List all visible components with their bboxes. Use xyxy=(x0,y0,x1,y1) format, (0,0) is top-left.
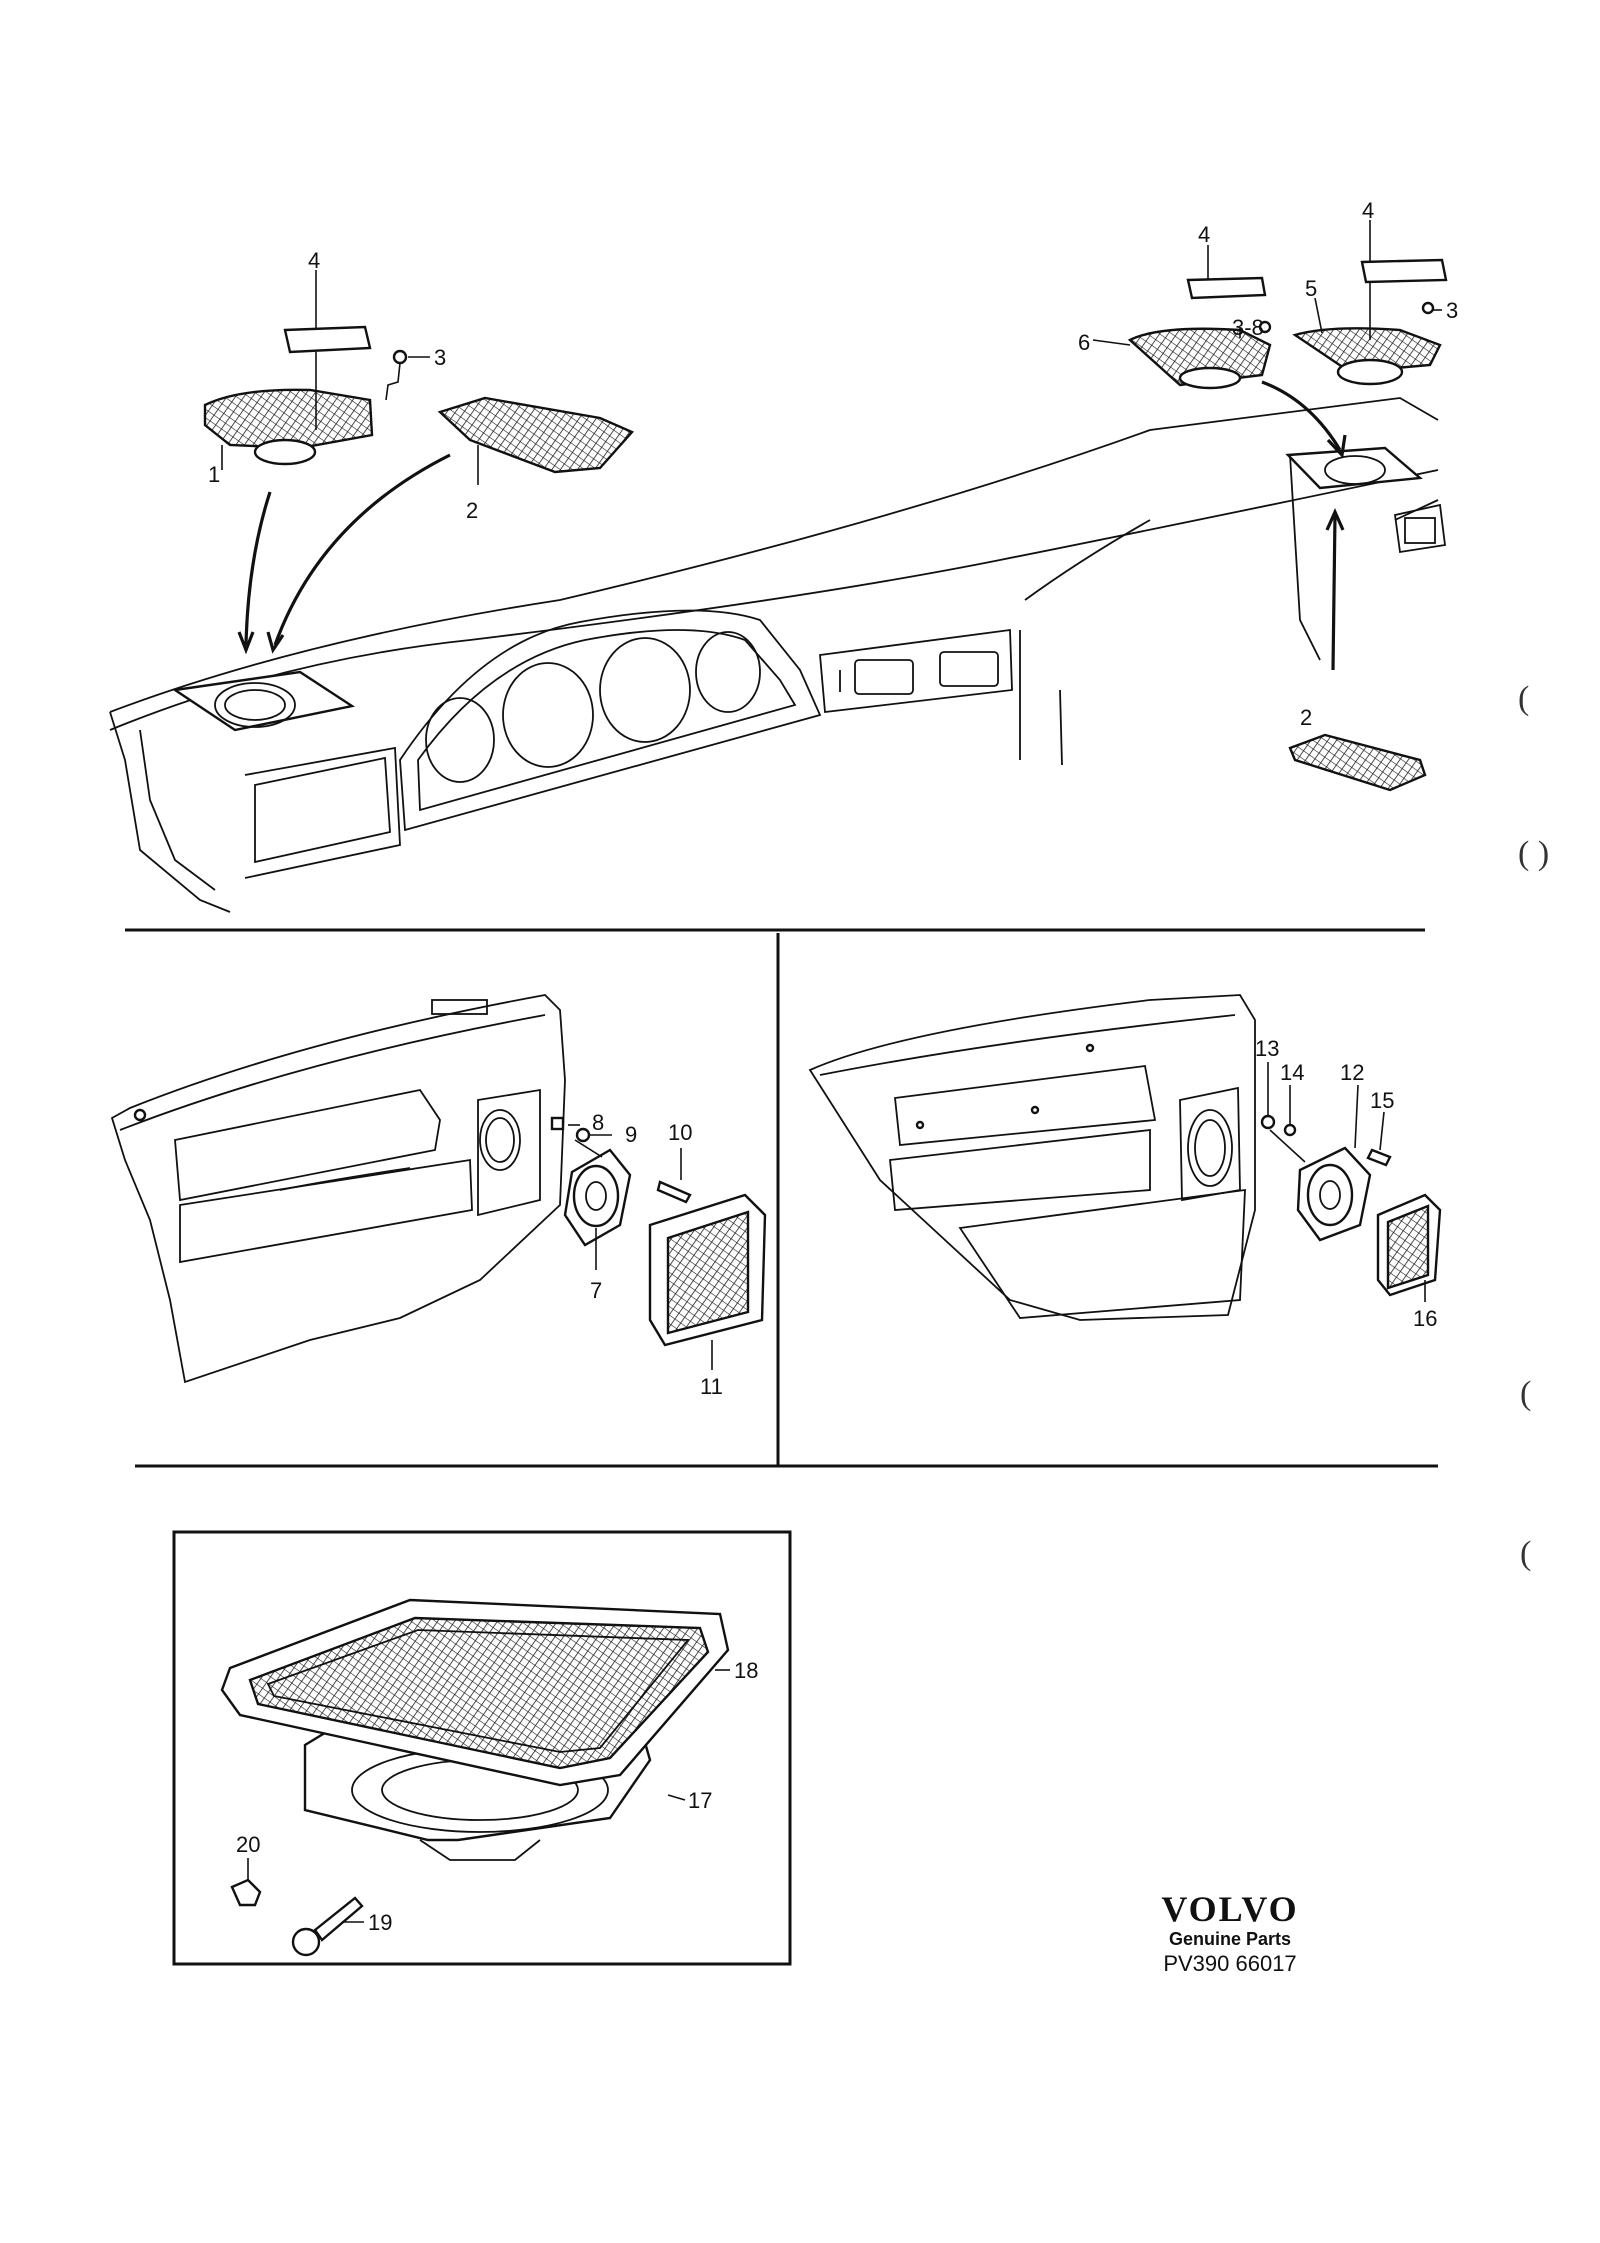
callout-9: 9 xyxy=(625,1122,637,1147)
dashboard-drawing xyxy=(109,397,1447,913)
part-19-screw xyxy=(291,1896,364,1957)
callout-5: 5 xyxy=(1305,276,1317,301)
callout-13: 13 xyxy=(1255,1036,1279,1061)
brand-block: VOLVO Genuine Parts PV390 66017 xyxy=(1110,1890,1350,1978)
callout-3-left: 3 xyxy=(434,345,446,370)
part-1-left-speaker xyxy=(203,388,374,466)
middle-right-leaders xyxy=(1267,1062,1426,1302)
top-leaders xyxy=(221,220,1442,485)
diagram-code: PV390 66017 xyxy=(1163,1951,1297,1976)
margin-mark-4: ( xyxy=(1520,1535,1532,1572)
part-7-front-speaker xyxy=(563,1148,632,1247)
callout-4-right: 4 xyxy=(1362,198,1374,223)
part-5-right-speaker xyxy=(1292,327,1442,386)
part-2-left-grille xyxy=(437,396,634,474)
callout-2-left: 2 xyxy=(466,498,478,523)
callout-11: 11 xyxy=(700,1374,723,1399)
margin-mark-1: ( xyxy=(1518,680,1530,717)
part-2-right-grille xyxy=(1288,733,1427,792)
callout-14: 14 xyxy=(1280,1060,1304,1085)
callout-17: 17 xyxy=(688,1788,712,1813)
part-3-right-screws xyxy=(1258,301,1435,334)
part-20-clip xyxy=(230,1878,262,1907)
callout-12: 12 xyxy=(1340,1060,1364,1085)
callout-8: 8 xyxy=(592,1110,604,1135)
part-8-9-10-fasteners xyxy=(550,1116,692,1204)
callout-10: 10 xyxy=(668,1120,692,1145)
callout-6: 6 xyxy=(1078,330,1090,355)
part-12-rear-speaker xyxy=(1296,1146,1372,1242)
margin-mark-3: ( xyxy=(1520,1375,1532,1412)
callout-4-left: 4 xyxy=(308,248,320,273)
bottom-speaker-assembly xyxy=(220,1598,730,1861)
part-16-rear-grille xyxy=(1376,1193,1442,1297)
callout-labels: 1 2 2 3 3 3-8 4 4 4 5 6 7 8 9 10 11 12 1… xyxy=(208,198,1458,1935)
callout-4-middle: 4 xyxy=(1198,222,1210,247)
brand-subtitle: Genuine Parts xyxy=(1168,1929,1292,1949)
callout-15: 15 xyxy=(1370,1088,1394,1113)
part-13-14-15-fasteners xyxy=(1260,1114,1392,1167)
callout-7: 7 xyxy=(590,1278,602,1303)
part-3-left-screw xyxy=(385,349,408,401)
callout-1: 1 xyxy=(208,462,220,487)
callout-16: 16 xyxy=(1413,1306,1437,1331)
part-11-front-grille xyxy=(648,1193,767,1347)
top-arrows xyxy=(237,380,1347,671)
callout-3-right: 3 xyxy=(1446,298,1458,323)
part-4-right-covers xyxy=(1186,258,1448,300)
part-4-left-cover xyxy=(283,325,372,354)
callout-20: 20 xyxy=(236,1832,260,1857)
callout-19: 19 xyxy=(368,1910,392,1935)
callout-3-8: 3-8 xyxy=(1232,315,1264,340)
middle-left-leaders xyxy=(568,1124,713,1370)
callout-2-right: 2 xyxy=(1300,705,1312,730)
section-dividers xyxy=(125,928,1438,1966)
rear-door-drawing xyxy=(808,994,1256,1321)
part-6-right-speaker xyxy=(1127,327,1272,390)
volvo-logo: VOLVO xyxy=(1161,1889,1299,1929)
bottom-leaders xyxy=(247,1669,730,1923)
callout-18: 18 xyxy=(734,1658,758,1683)
margin-mark-2: ( ) xyxy=(1518,835,1550,872)
front-door-drawing xyxy=(110,994,566,1384)
